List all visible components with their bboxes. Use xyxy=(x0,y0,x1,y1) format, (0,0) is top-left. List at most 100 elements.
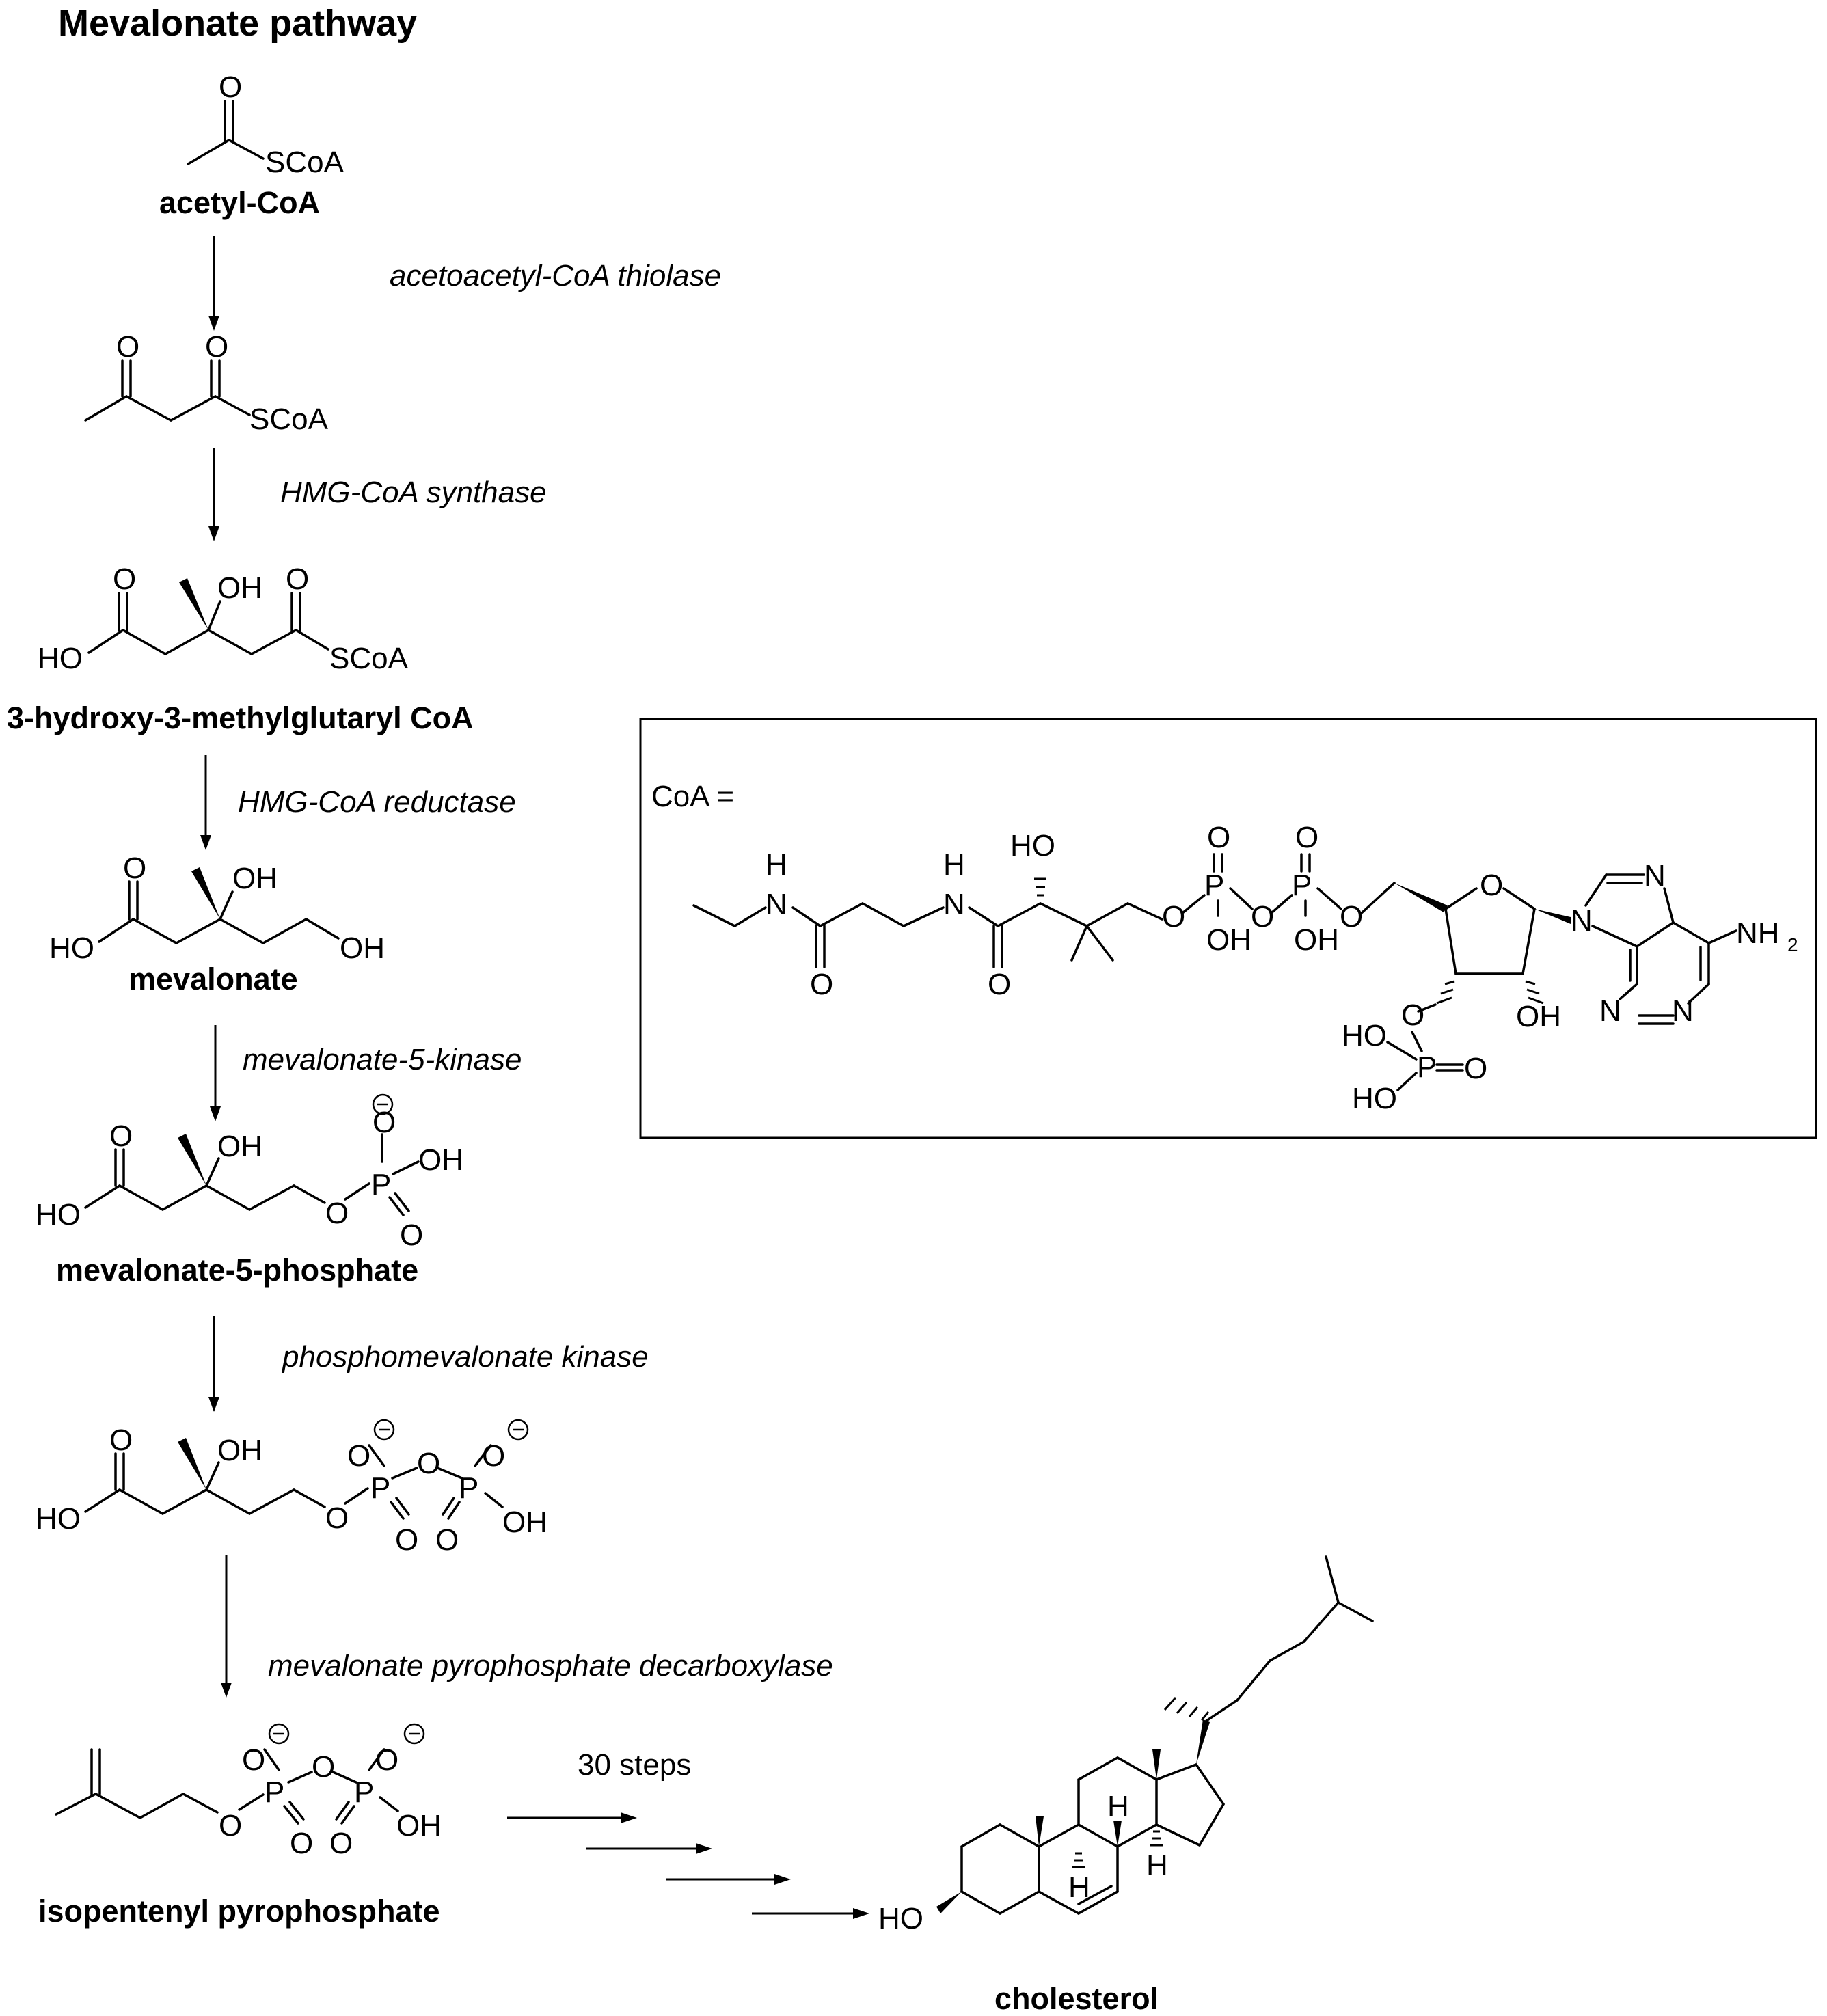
reaction-arrow-6 xyxy=(221,1555,232,1698)
svg-text:P: P xyxy=(1417,1050,1437,1084)
svg-text:OH: OH xyxy=(1206,923,1251,957)
svg-text:O: O xyxy=(1480,869,1503,902)
mevalonate-5-phosphate-label: mevalonate-5-phosphate xyxy=(56,1253,418,1288)
mevalonate-5-phosphate-structure: O OH HO O P O OH O xyxy=(36,1093,463,1252)
svg-text:SCoA: SCoA xyxy=(265,146,344,179)
svg-text:O: O xyxy=(988,968,1011,1001)
svg-text:HO: HO xyxy=(36,1198,81,1231)
svg-text:O: O xyxy=(116,330,139,364)
svg-text:O: O xyxy=(325,1197,349,1230)
svg-text:P: P xyxy=(371,1168,391,1201)
hmg-coa-structure: O O OH HO SCoA xyxy=(38,562,409,675)
svg-text:O: O xyxy=(290,1827,313,1860)
svg-text:H: H xyxy=(766,848,787,882)
svg-text:O: O xyxy=(219,70,242,104)
svg-text:O: O xyxy=(329,1827,353,1860)
svg-text:P: P xyxy=(265,1775,284,1809)
acetyl-coa-label: acetyl-CoA xyxy=(159,185,320,220)
svg-text:O: O xyxy=(205,330,228,364)
svg-text:OH: OH xyxy=(418,1143,463,1177)
svg-text:O: O xyxy=(1340,900,1363,934)
svg-text:SCoA: SCoA xyxy=(329,642,409,675)
hmg-coa-label: 3-hydroxy-3-methylglutaryl CoA xyxy=(7,700,474,735)
multi-step-arrows xyxy=(507,1812,869,1919)
svg-text:HO: HO xyxy=(49,931,94,965)
svg-text:P: P xyxy=(354,1775,374,1809)
svg-text:P: P xyxy=(459,1471,478,1505)
svg-text:OH: OH xyxy=(217,1434,262,1467)
svg-text:O: O xyxy=(810,968,833,1001)
svg-text:O: O xyxy=(347,1439,370,1473)
svg-text:HO: HO xyxy=(36,1502,81,1536)
svg-text:O: O xyxy=(242,1743,265,1777)
svg-text:OH: OH xyxy=(1294,923,1339,957)
svg-text:O: O xyxy=(113,562,136,596)
reaction-arrow-2 xyxy=(208,448,219,541)
enzyme-label-3: HMG-CoA reductase xyxy=(238,785,516,819)
svg-text:OH: OH xyxy=(1516,1000,1561,1033)
svg-text:O: O xyxy=(109,1424,133,1457)
coa-inset-label: CoA = xyxy=(651,780,734,813)
reaction-arrow-3 xyxy=(200,755,211,850)
cholesterol-structure: H H H HO xyxy=(878,1555,1374,1935)
svg-text:O: O xyxy=(1464,1052,1487,1085)
svg-text:O: O xyxy=(375,1743,398,1777)
svg-text:O: O xyxy=(109,1119,133,1153)
isopentenyl-pyrophosphate-label: isopentenyl pyrophosphate xyxy=(38,1894,440,1929)
svg-text:H: H xyxy=(1068,1870,1090,1904)
svg-text:H: H xyxy=(1107,1790,1129,1823)
svg-text:OH: OH xyxy=(232,862,278,895)
svg-text:O: O xyxy=(1162,900,1185,934)
svg-text:O: O xyxy=(286,562,309,596)
diagram-title: Mevalonate pathway xyxy=(58,3,417,44)
svg-text:O: O xyxy=(219,1809,242,1842)
svg-text:2: 2 xyxy=(1787,934,1798,955)
svg-text:O: O xyxy=(1295,821,1318,854)
svg-text:OH: OH xyxy=(396,1809,442,1842)
reaction-arrow-4 xyxy=(210,1025,221,1121)
svg-text:HO: HO xyxy=(878,1902,923,1935)
mevalonate-label: mevalonate xyxy=(128,962,298,996)
svg-text:HO: HO xyxy=(38,642,83,675)
svg-text:NH: NH xyxy=(1736,916,1780,950)
svg-text:N: N xyxy=(1571,904,1593,938)
cholesterol-label: cholesterol xyxy=(994,1981,1159,2016)
svg-text:OH: OH xyxy=(340,931,385,965)
acetyl-coa-structure: O SCoA xyxy=(187,70,344,179)
svg-text:OH: OH xyxy=(502,1506,547,1539)
svg-text:O: O xyxy=(312,1750,335,1784)
enzyme-label-6: mevalonate pyrophosphate decarboxylase xyxy=(268,1649,833,1683)
svg-text:O: O xyxy=(395,1523,418,1557)
svg-text:N: N xyxy=(1599,994,1621,1028)
reaction-arrow-5 xyxy=(208,1316,219,1412)
svg-text:O: O xyxy=(1401,998,1424,1032)
svg-text:P: P xyxy=(1204,869,1224,902)
svg-text:O: O xyxy=(325,1501,349,1535)
svg-text:N: N xyxy=(1644,859,1666,893)
svg-text:N: N xyxy=(943,888,965,921)
svg-text:O: O xyxy=(435,1523,459,1557)
svg-text:H: H xyxy=(943,848,965,882)
enzyme-label-5: phosphomevalonate kinase xyxy=(281,1340,649,1374)
svg-text:O: O xyxy=(1207,821,1230,854)
svg-text:P: P xyxy=(1292,869,1312,902)
final-step-label: 30 steps xyxy=(578,1748,691,1782)
enzyme-label-2: HMG-CoA synthase xyxy=(280,476,547,509)
svg-text:O: O xyxy=(400,1218,423,1252)
svg-text:N: N xyxy=(766,888,787,921)
enzyme-label-1: acetoacetyl-CoA thiolase xyxy=(390,259,721,292)
svg-text:HO: HO xyxy=(1342,1019,1387,1052)
enzyme-label-4: mevalonate-5-kinase xyxy=(243,1043,522,1076)
svg-text:OH: OH xyxy=(217,571,262,605)
acetoacetyl-coa-structure: O O SCoA xyxy=(84,330,329,436)
svg-text:O: O xyxy=(123,852,146,885)
svg-text:O: O xyxy=(482,1439,505,1473)
svg-text:O: O xyxy=(417,1447,440,1480)
svg-text:O: O xyxy=(1251,900,1274,934)
svg-text:HO: HO xyxy=(1010,829,1055,862)
mevalonate-5-pyrophosphate-structure: O OH HO O P O O O P O O OH xyxy=(36,1419,547,1557)
svg-text:OH: OH xyxy=(217,1130,262,1163)
svg-text:P: P xyxy=(370,1471,390,1505)
isopentenyl-pyrophosphate-structure: O P O O O P O O OH xyxy=(55,1723,442,1860)
